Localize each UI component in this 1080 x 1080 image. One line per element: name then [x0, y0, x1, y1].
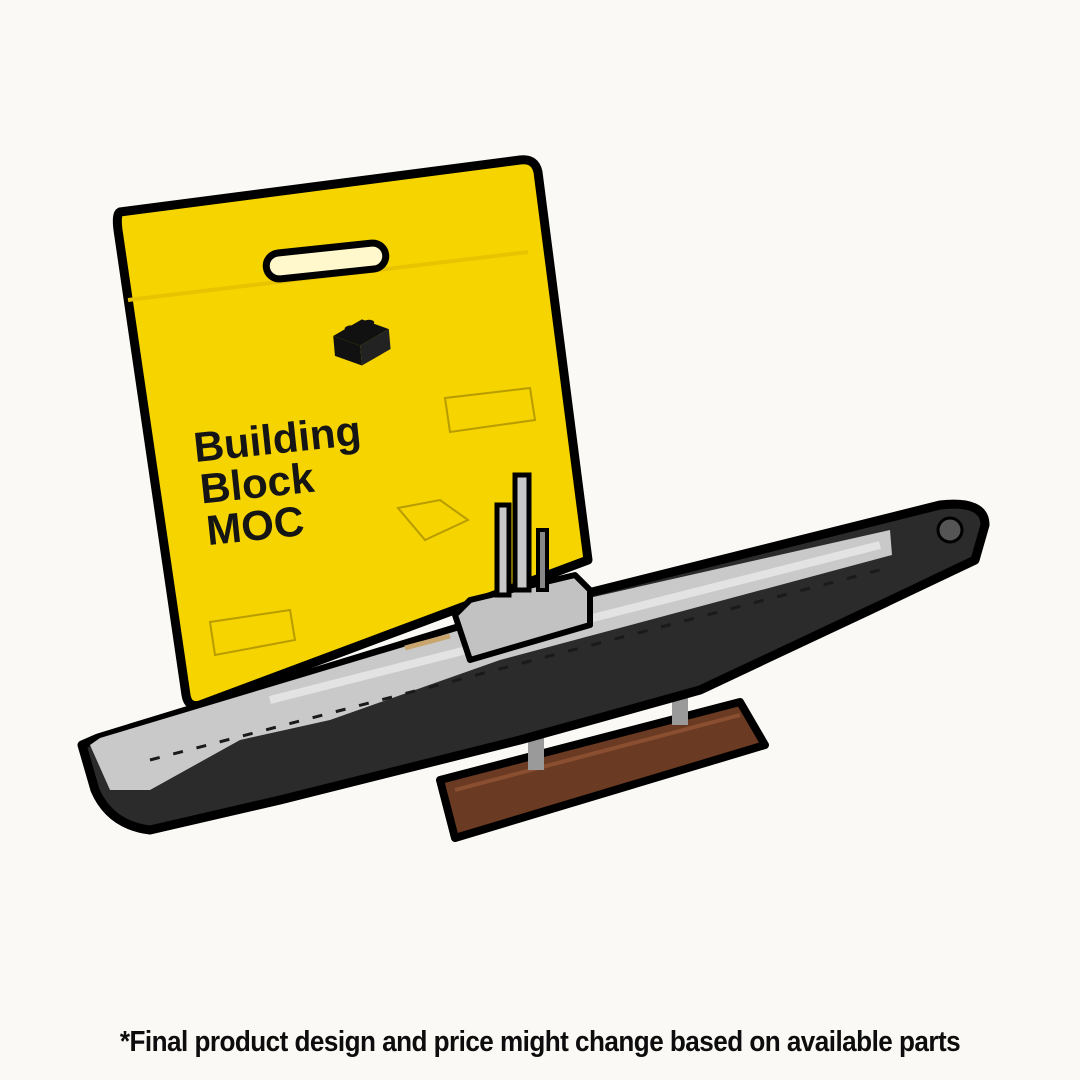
bag-handle-hole [262, 239, 390, 283]
brick-outline-icons [208, 386, 537, 657]
disclaimer-text: *Final product design and price might ch… [119, 1026, 961, 1058]
bag-title-line-3: MOC [204, 497, 306, 554]
submarine-model [77, 472, 990, 835]
brick-logo-icon [333, 319, 391, 366]
yellow-bag: Building Block MOC [112, 155, 593, 710]
